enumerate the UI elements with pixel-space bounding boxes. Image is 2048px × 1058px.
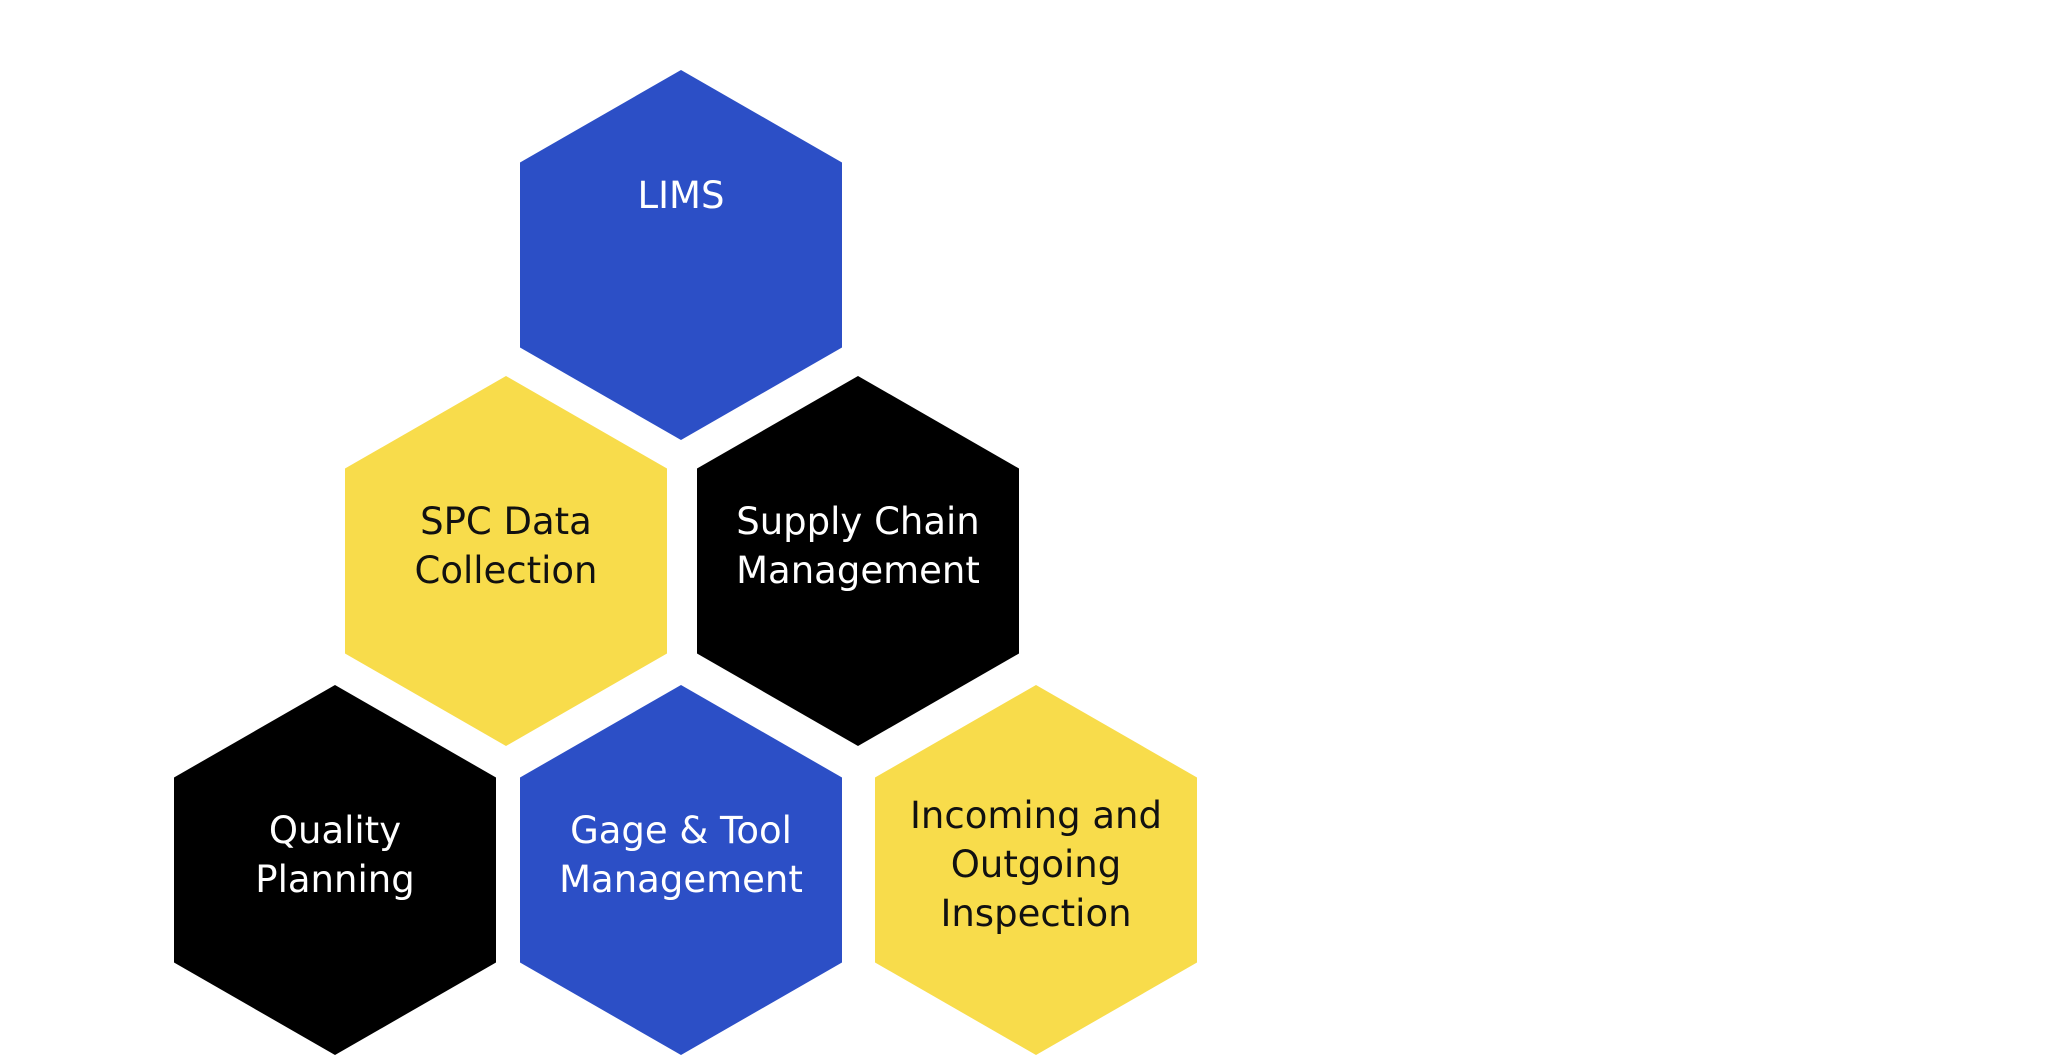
hexagon-quality-planning: Quality Planning (174, 685, 496, 1055)
hexagon-lims: LIMS (520, 70, 842, 440)
hexagon-label-lims: LIMS (637, 173, 725, 217)
hexagon-label-quality-planning: Quality Planning (255, 809, 415, 901)
hexagon-gage-tool-management: Gage & Tool Management (520, 685, 842, 1055)
hexagon-spc-data-collection: SPC Data Collection (345, 376, 667, 746)
hexagon-incoming-outgoing-inspection: Incoming and Outgoing Inspection (875, 685, 1197, 1055)
hexagon-label-spc-data-collection: SPC Data Collection (414, 500, 598, 592)
hexagon-label-supply-chain-management: Supply Chain Management (736, 500, 980, 592)
hexagon-supply-chain-management: Supply Chain Management (697, 376, 1019, 746)
hexagon-label-gage-tool-management: Gage & Tool Management (559, 809, 803, 901)
hexagon-label-incoming-outgoing-inspection: Incoming and Outgoing Inspection (910, 793, 1162, 935)
